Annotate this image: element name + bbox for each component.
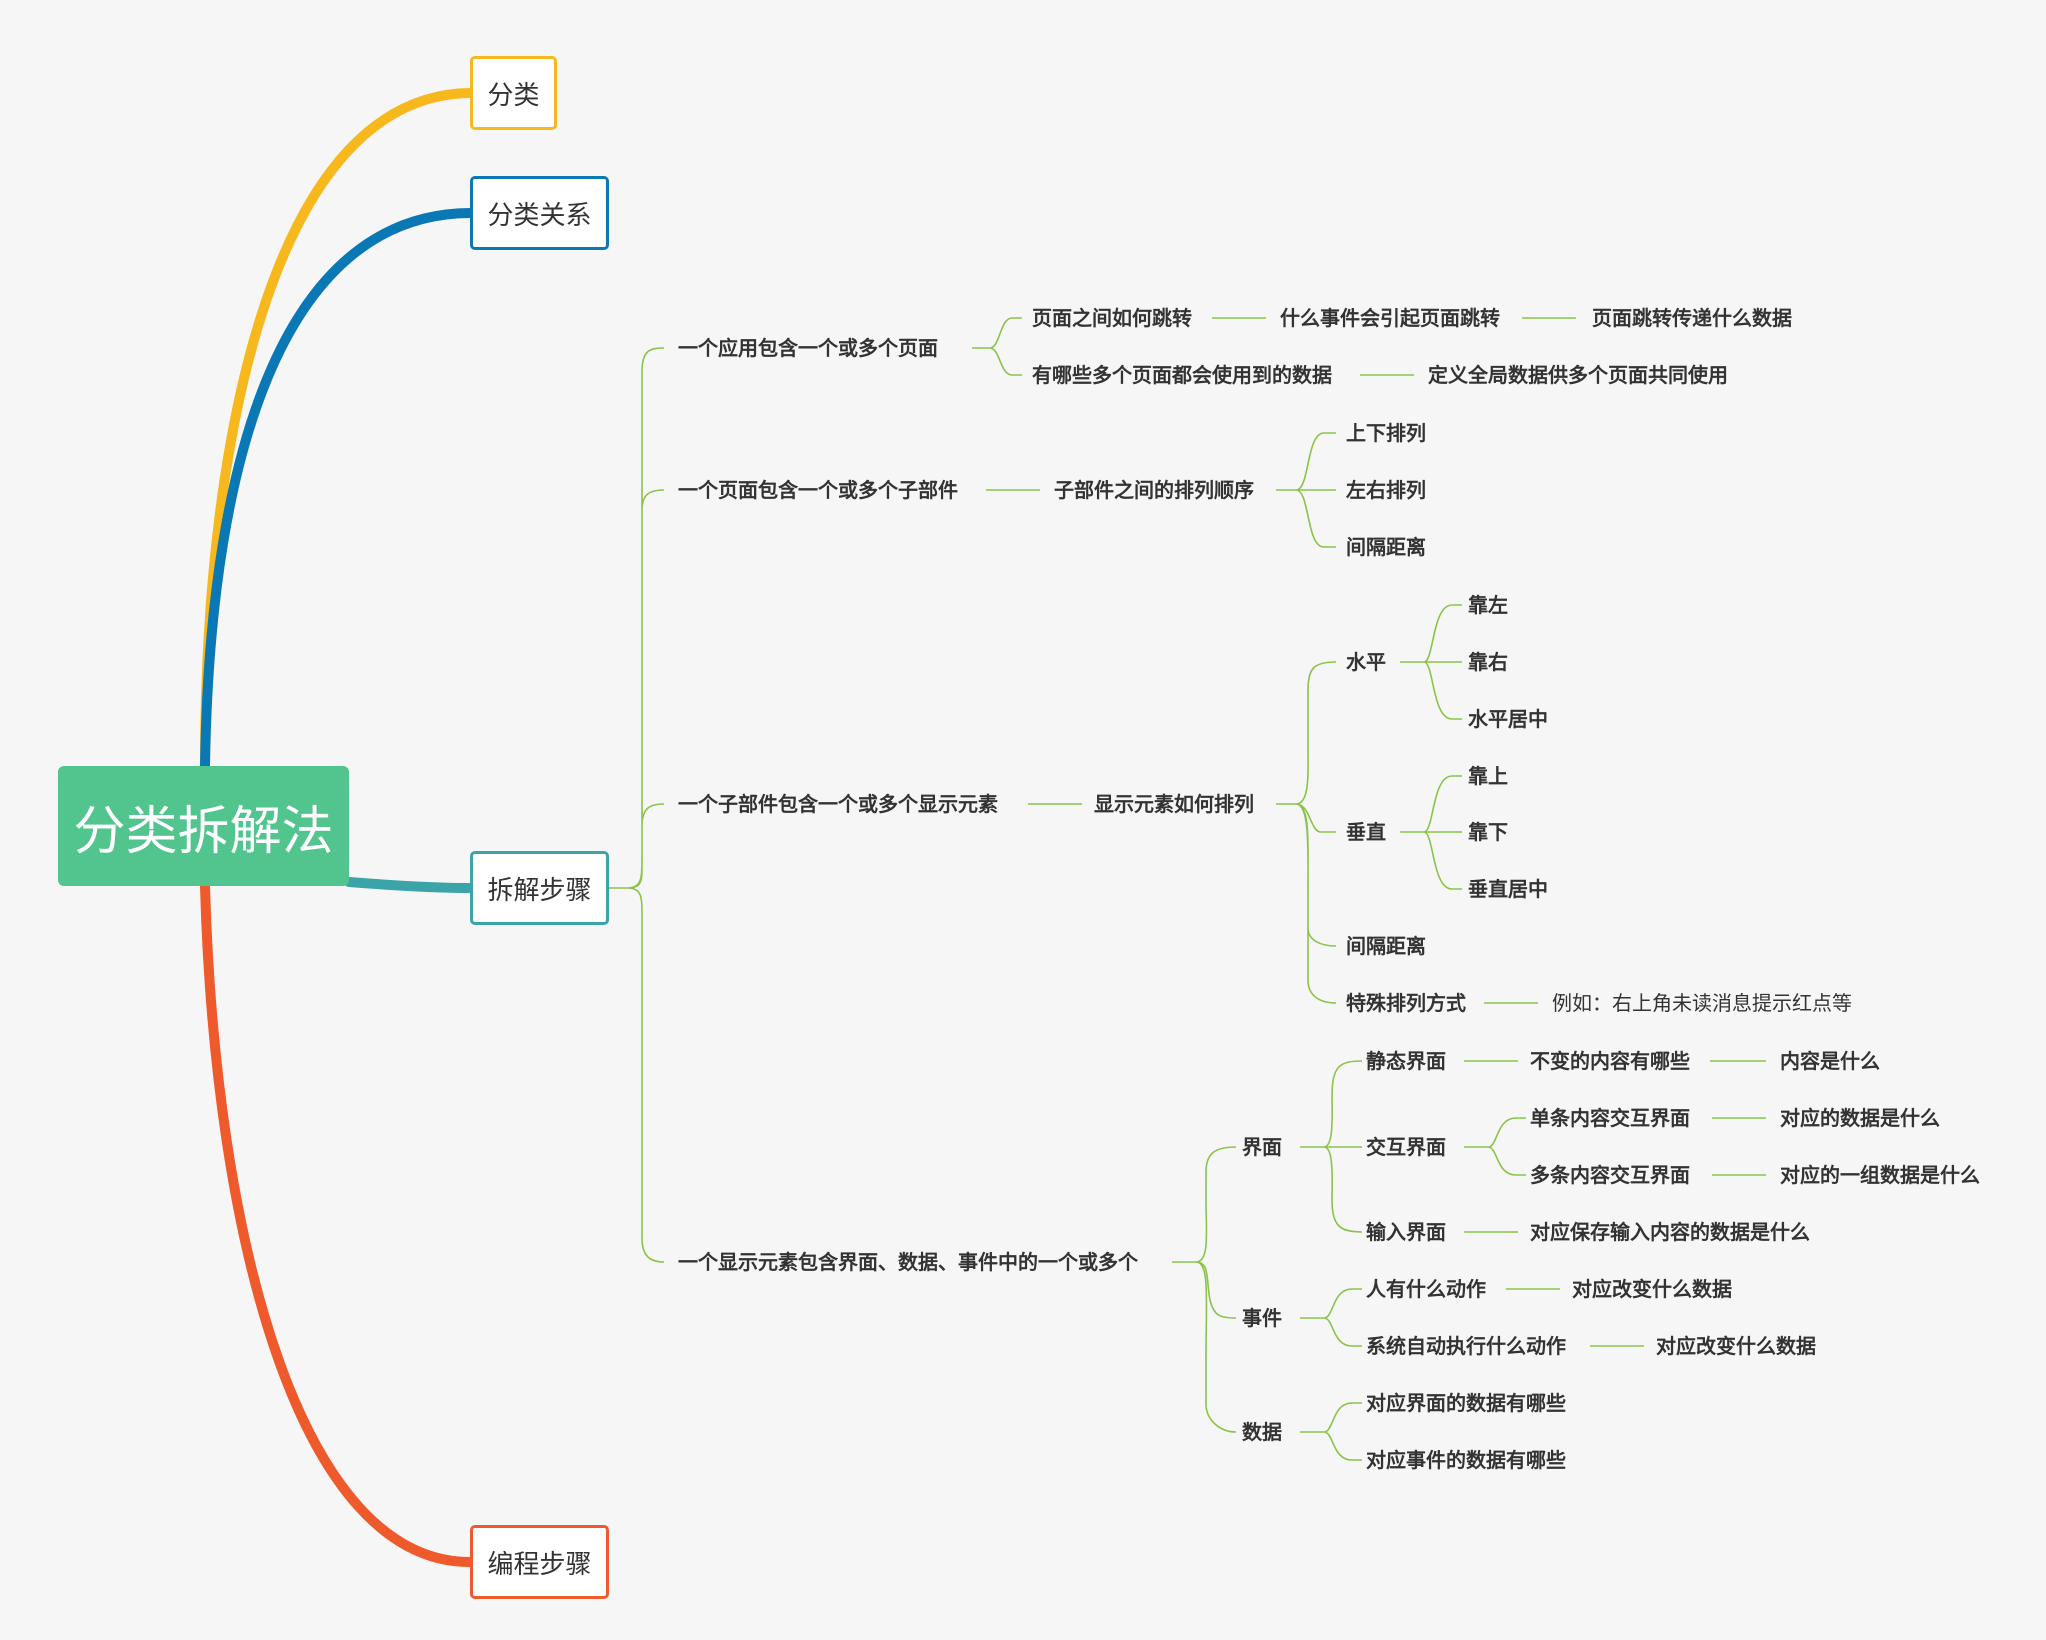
node-special-layout[interactable]: 特殊排列方式	[1346, 991, 1466, 1015]
node-event-data[interactable]: 对应事件的数据有哪些	[1366, 1448, 1566, 1472]
node-multi-data[interactable]: 对应的一组数据是什么	[1780, 1163, 1980, 1187]
tree-connector-lines	[609, 317, 1766, 1461]
node-align-bottom[interactable]: 靠下	[1468, 820, 1508, 844]
line-jiaohu-items	[1712, 1117, 1766, 1176]
branch-node-fenlei[interactable]: 分类	[470, 56, 557, 130]
bracket-level1	[627, 347, 665, 1263]
node-input-data[interactable]: 对应保存输入内容的数据是什么	[1530, 1220, 1810, 1244]
node-input-ui[interactable]: 输入界面	[1366, 1220, 1446, 1244]
branch-node-chaijie-buzhou[interactable]: 拆解步骤	[470, 851, 609, 925]
node-user-action-data[interactable]: 对应改变什么数据	[1572, 1277, 1732, 1301]
node-align-right[interactable]: 靠右	[1468, 650, 1508, 674]
node-align-top[interactable]: 靠上	[1468, 764, 1508, 788]
node-spacing[interactable]: 间隔距离	[1346, 535, 1426, 559]
node-static-content[interactable]: 不变的内容有哪些	[1530, 1049, 1690, 1073]
node-static-ui[interactable]: 静态界面	[1366, 1049, 1446, 1073]
branch-curve-fenlei-guanxi	[200, 208, 475, 771]
node-event[interactable]: 事件	[1242, 1306, 1282, 1330]
node-navigation-event[interactable]: 什么事件会引起页面跳转	[1280, 306, 1500, 330]
bracket-jiemian	[1300, 1060, 1363, 1233]
node-interface-data[interactable]: 对应界面的数据有哪些	[1366, 1391, 1566, 1415]
node-interface[interactable]: 界面	[1242, 1135, 1282, 1159]
node-multi-interactive[interactable]: 多条内容交互界面	[1530, 1163, 1690, 1187]
node-element-parts[interactable]: 一个显示元素包含界面、数据、事件中的一个或多个	[678, 1250, 1138, 1274]
node-shared-data[interactable]: 有哪些多个页面都会使用到的数据	[1032, 363, 1332, 387]
node-single-data[interactable]: 对应的数据是什么	[1780, 1106, 1940, 1130]
node-horizontal[interactable]: 水平	[1346, 650, 1386, 674]
line-shijian-items	[1506, 1288, 1644, 1347]
bracket-a1	[972, 317, 1022, 376]
bracket-a4	[1172, 1146, 1237, 1433]
node-data[interactable]: 数据	[1242, 1420, 1282, 1444]
node-element-spacing[interactable]: 间隔距离	[1346, 934, 1426, 958]
node-system-action-data[interactable]: 对应改变什么数据	[1656, 1334, 1816, 1358]
bracket-shuju	[1300, 1402, 1362, 1461]
node-vertical[interactable]: 垂直	[1346, 820, 1386, 844]
bracket-jiaohu	[1464, 1117, 1526, 1176]
node-widget-order[interactable]: 子部件之间的排列顺序	[1054, 478, 1254, 502]
node-special-example[interactable]: 例如：右上角未读消息提示红点等	[1552, 991, 1852, 1015]
node-widget-elements[interactable]: 一个子部件包含一个或多个显示元素	[678, 792, 998, 816]
node-element-layout[interactable]: 显示元素如何排列	[1094, 792, 1254, 816]
bracket-chuizhi	[1400, 775, 1462, 890]
root-node[interactable]: 分类拆解法	[58, 766, 349, 886]
node-align-left[interactable]: 靠左	[1468, 593, 1508, 617]
node-center-vertical[interactable]: 垂直居中	[1468, 877, 1548, 901]
branch-curve-chaijie	[344, 877, 475, 893]
bracket-shijian	[1300, 1288, 1362, 1347]
node-page-navigation[interactable]: 页面之间如何跳转	[1032, 306, 1192, 330]
node-page-widgets[interactable]: 一个页面包含一个或多个子部件	[678, 478, 958, 502]
node-single-interactive[interactable]: 单条内容交互界面	[1530, 1106, 1690, 1130]
bracket-a3-1	[1276, 661, 1337, 1004]
bracket-a2-1	[1276, 432, 1336, 548]
node-vertical-arrange[interactable]: 上下排列	[1346, 421, 1426, 445]
node-content-what[interactable]: 内容是什么	[1780, 1049, 1880, 1073]
bracket-shuiping	[1400, 604, 1462, 720]
node-navigation-data[interactable]: 页面跳转传递什么数据	[1592, 306, 1792, 330]
node-app-pages[interactable]: 一个应用包含一个或多个页面	[678, 336, 938, 360]
node-interactive-ui[interactable]: 交互界面	[1366, 1135, 1446, 1159]
branch-node-fenlei-guanxi[interactable]: 分类关系	[470, 176, 609, 250]
branch-node-biancheng-buzhou[interactable]: 编程步骤	[470, 1525, 609, 1599]
node-center-horizontal[interactable]: 水平居中	[1468, 707, 1548, 731]
node-user-action[interactable]: 人有什么动作	[1366, 1277, 1486, 1301]
node-horizontal-arrange[interactable]: 左右排列	[1346, 478, 1426, 502]
node-global-data[interactable]: 定义全局数据供多个页面共同使用	[1428, 363, 1728, 387]
branch-curve-biancheng	[200, 881, 475, 1567]
node-system-action[interactable]: 系统自动执行什么动作	[1366, 1334, 1566, 1358]
